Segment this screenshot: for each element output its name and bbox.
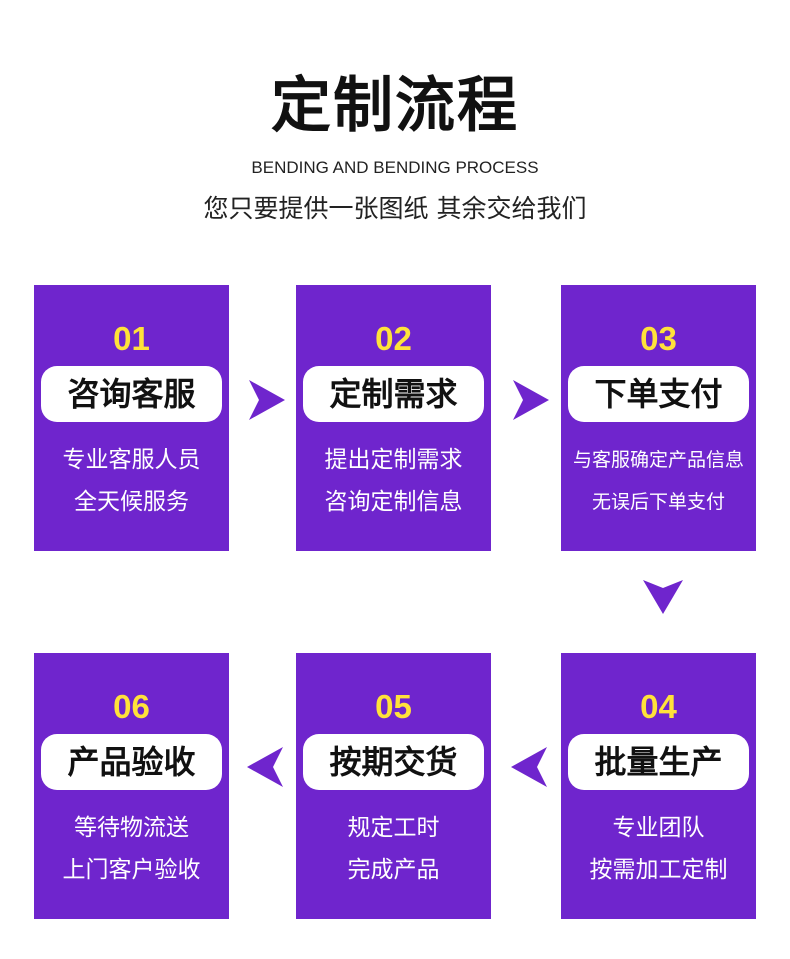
step-number: 03 [640,320,677,357]
arrow-down-icon [643,580,683,614]
step-title: 咨询客服 [41,366,222,422]
step-description-line1: 与客服确定产品信息 [572,449,744,471]
step-description-line1: 专业客服人员 [62,447,201,473]
step-number: 01 [113,320,150,357]
step-card-03: 03 下单支付 与客服确定产品信息 无误后下单支付 [561,285,756,551]
step-card-06: 06 产品验收 等待物流送 上门客户验收 [34,653,229,919]
step-card-04: 04 批量生产 专业团队 按需加工定制 [561,653,756,919]
arrow-left-icon [247,747,283,787]
step-description-line1: 等待物流送 [74,815,189,841]
step-card-05: 05 按期交货 规定工时 完成产品 [296,653,491,919]
step-title: 下单支付 [568,366,749,422]
page-subtitle: BENDING AND BENDING PROCESS [251,158,539,177]
step-description-line1: 提出定制需求 [324,447,463,473]
step-title: 批量生产 [568,734,749,790]
step-title: 产品验收 [41,734,222,790]
step-number: 04 [640,688,677,725]
step-description-line2: 按需加工定制 [589,857,728,883]
arrow-right-icon [249,380,285,420]
step-description-line2: 完成产品 [347,857,440,883]
step-card-01: 01 咨询客服 专业客服人员 全天候服务 [34,285,229,551]
page-title: 定制流程 [271,71,519,141]
arrow-right-icon [513,380,549,420]
step-card-02: 02 定制需求 提出定制需求 咨询定制信息 [296,285,491,551]
step-description-line2: 全天候服务 [74,489,189,515]
step-number: 02 [375,320,412,357]
step-number: 06 [113,688,150,725]
step-description-line2: 咨询定制信息 [324,489,463,515]
step-title: 定制需求 [303,366,484,422]
step-description-line2: 无误后下单支付 [591,491,725,513]
step-title: 按期交货 [303,734,484,790]
step-description-line1: 专业团队 [612,815,705,841]
step-number: 05 [375,688,412,725]
slogan-text: 您只要提供一张图纸 其余交给我们 [203,194,587,223]
step-description-line2: 上门客户验收 [62,857,201,883]
arrow-left-icon [511,747,547,787]
step-description-line1: 规定工时 [347,815,440,841]
